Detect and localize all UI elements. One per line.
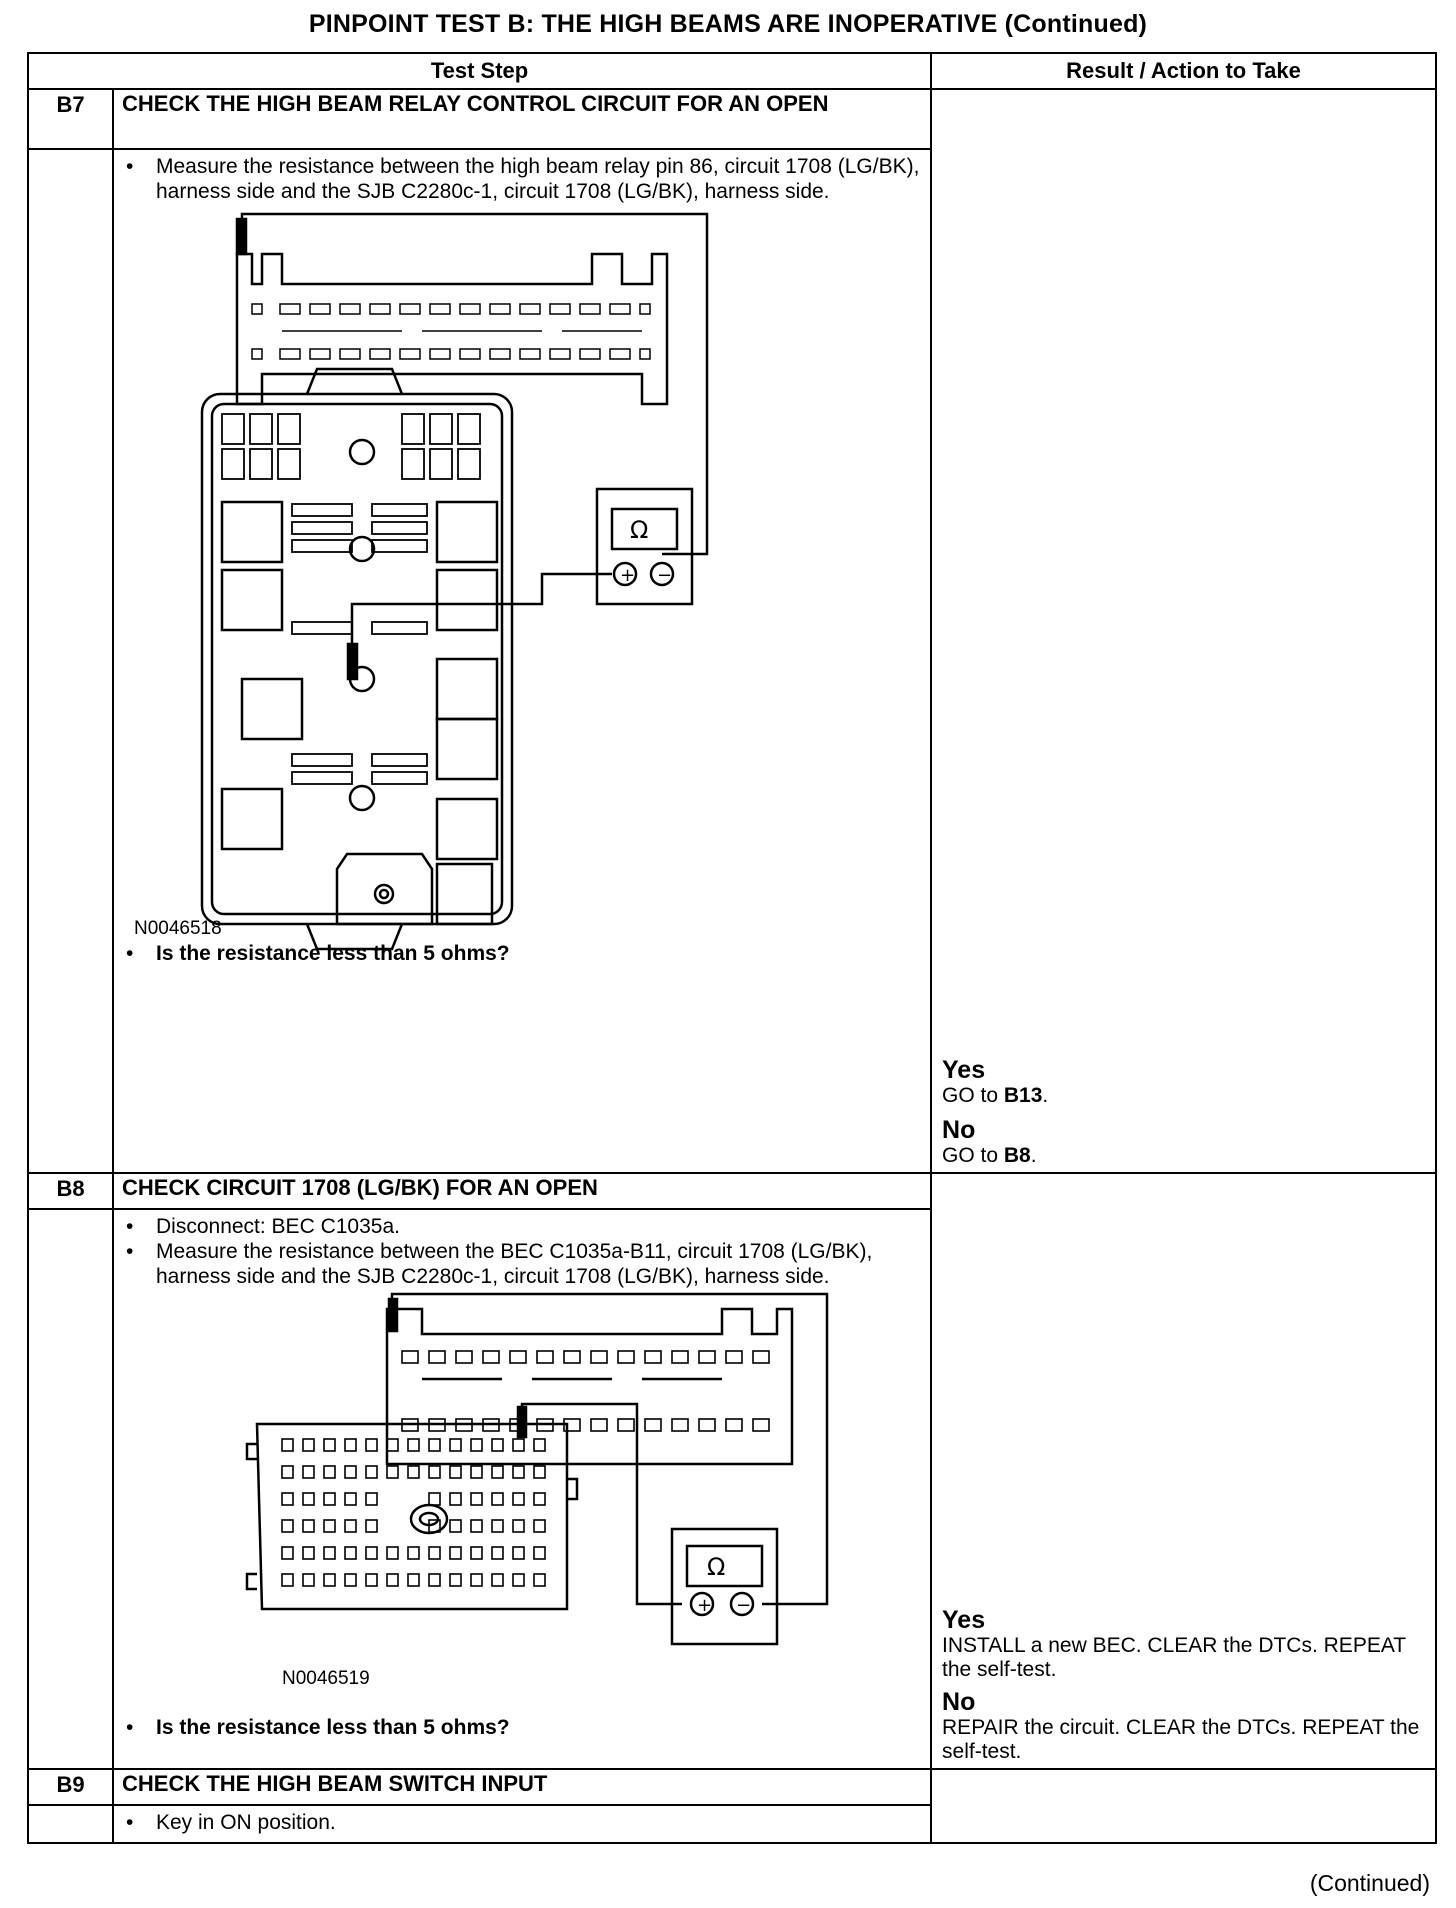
bullet-icon: • [126,155,134,178]
yes-action: INSTALL a new BEC. CLEAR the DTCs. REPEA… [942,1634,1406,1681]
figure-id: N0046518 [134,918,222,939]
svg-text:−: − [736,1595,751,1616]
step-b9-result [930,1768,1438,1844]
table-header-row: Test Step Result / Action to Take [26,52,1438,90]
continued-label: (Continued) [1309,1870,1430,1896]
no-label: No [942,1688,976,1716]
step-b7-heading-row: B7 CHECK THE HIGH BEAM RELAY CONTROL CIR… [27,88,1438,1174]
bullet-item: •Key in ON position. [126,1811,336,1834]
step-id-blank [27,1208,114,1770]
bullet-icon: • [126,1716,134,1739]
bullet-icon: • [126,1240,134,1263]
step-id: B9 [27,1768,114,1806]
step-b7-body-row: •Measure the resistance between the high… [27,148,1436,1174]
step-id: B8 [27,1172,114,1210]
figure-id: N0046519 [282,1668,370,1689]
svg-text:+: + [697,1595,712,1616]
bullet-icon: • [126,1215,134,1238]
header-test-step: Test Step [26,52,933,90]
bullet-item: •Measure the resistance between the high… [126,155,920,203]
question-item: •Is the resistance less than 5 ohms? [126,942,510,965]
svg-text:+: + [620,565,635,586]
step-heading: CHECK CIRCUIT 1708 (LG/BK) FOR AN OPEN [111,1172,933,1210]
no-action: REPAIR the circuit. CLEAR the DTCs. REPE… [942,1716,1420,1763]
step-b9-heading-row: B9 CHECK THE HIGH BEAM SWITCH INPUT [27,1768,1438,1844]
step-b8-body-row: •Disconnect: BEC C1035a. •Measure the re… [27,1208,1436,1770]
step-b8-heading-row: B8 CHECK CIRCUIT 1708 (LG/BK) FOR AN OPE… [27,1172,1438,1770]
header-result: Result / Action to Take [930,52,1438,90]
step-id-blank [27,1804,114,1844]
bec-sjb-connector-diagram: Ω + − N0046519 [245,1292,829,1689]
step-body: •Disconnect: BEC C1035a. •Measure the re… [111,1208,933,1770]
step-b9-body-row: •Key in ON position. [27,1804,1436,1844]
bullet-icon: • [126,942,134,965]
no-label: No [942,1116,976,1144]
no-action: GO to B8. [942,1144,1037,1167]
yes-action: GO to B13. [942,1084,1049,1107]
bullet-item: •Disconnect: BEC C1035a. [126,1215,400,1238]
svg-text:−: − [657,565,672,586]
yes-label: Yes [942,1056,986,1084]
step-heading: CHECK THE HIGH BEAM SWITCH INPUT [111,1768,933,1806]
ohm-symbol: Ω [707,1553,725,1581]
bullet-icon: • [126,1811,134,1834]
step-reference-link: B13 [1003,1084,1043,1107]
step-reference-link: B8 [1003,1144,1031,1167]
step-body: •Key in ON position. [111,1804,933,1844]
step-heading: CHECK THE HIGH BEAM RELAY CONTROL CIRCUI… [111,88,933,150]
ohm-symbol: Ω [630,516,648,544]
page-title: PINPOINT TEST B: THE HIGH BEAMS ARE INOP… [308,10,1148,38]
step-id-blank [27,148,114,1174]
sjb-fuse-box-diagram: Ω + − N0046518 [134,212,709,951]
step-b7-result: Yes GO to B13. No GO to B8. [930,88,1438,1174]
step-body: •Measure the resistance between the high… [111,148,933,1174]
step-id: B7 [27,88,114,150]
yes-label: Yes [942,1606,986,1634]
question-item: •Is the resistance less than 5 ohms? [126,1716,510,1739]
step-b8-result: Yes INSTALL a new BEC. CLEAR the DTCs. R… [930,1172,1438,1770]
pinpoint-test-table: Test Step Result / Action to Take B7 CHE… [26,52,1438,1844]
bullet-item: •Measure the resistance between the BEC … [126,1240,873,1288]
